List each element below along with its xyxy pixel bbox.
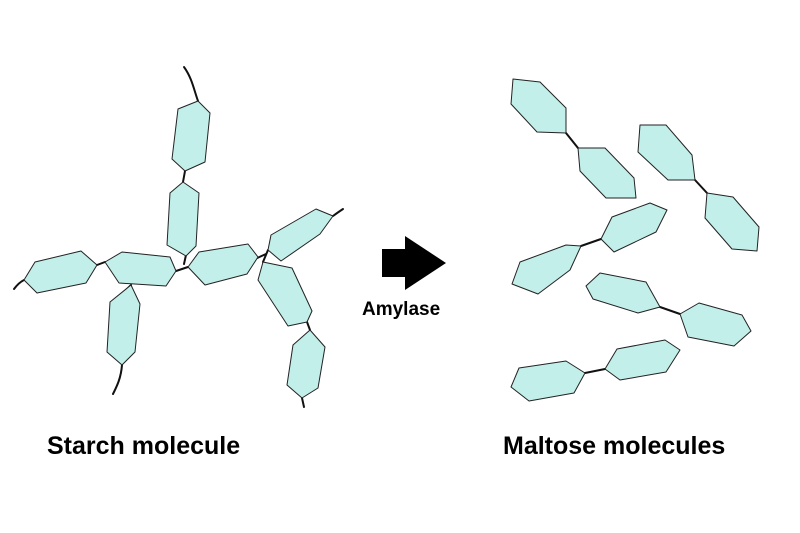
reaction-arrow: [382, 236, 446, 290]
starch-chain-end-left: [13, 279, 25, 290]
starch-molecule: [13, 66, 344, 408]
starch-bond: [306, 321, 311, 331]
starch-glucose-unit: [286, 329, 326, 399]
starch-chain-end-top: [183, 66, 199, 102]
maltose-glucose-unit: [604, 339, 681, 381]
maltose-glucose-unit: [585, 272, 661, 314]
maltose-glucose-unit: [510, 78, 567, 134]
starch-glucose-unit: [257, 261, 313, 327]
enzyme-label: Amylase: [362, 299, 441, 320]
maltose-molecule: [510, 78, 637, 199]
maltose-molecule: [585, 272, 752, 347]
starch-chain-end-bottom-left: [112, 364, 123, 395]
starch-bond: [96, 261, 106, 266]
maltose-glucose-unit: [511, 244, 582, 295]
maltose-glucose-unit: [510, 360, 586, 402]
maltose-glycosidic-bond: [659, 306, 681, 315]
maltose-glucose-unit: [600, 202, 668, 253]
maltose-molecules-label: Maltose molecules: [503, 432, 726, 460]
arrow-right-icon: [382, 236, 446, 290]
starch-glucose-unit: [187, 243, 259, 286]
maltose-glucose-unit: [679, 302, 752, 347]
maltose-glycosidic-bond: [565, 132, 579, 149]
starch-chain-end-bottom-right: [301, 397, 305, 408]
starch-glucose-unit: [23, 250, 98, 294]
maltose-glucose-unit: [577, 147, 637, 199]
maltose-molecule: [511, 202, 668, 295]
maltose-glucose-unit: [637, 124, 696, 181]
maltose-glycosidic-bond: [584, 368, 606, 374]
maltose-molecule: [637, 124, 760, 252]
maltose-glucose-unit: [704, 192, 760, 252]
maltose-molecule: [510, 339, 681, 402]
maltose-glycosidic-bond: [694, 179, 708, 194]
starch-glucose-unit: [166, 181, 200, 257]
starch-bond: [175, 266, 189, 272]
starch-glucose-unit: [267, 208, 334, 262]
starch-glucose-unit: [104, 251, 177, 287]
starch-glucose-unit: [171, 100, 211, 172]
starch-bond: [262, 249, 269, 263]
starch-bond: [183, 254, 187, 265]
maltose-glycosidic-bond: [580, 238, 602, 247]
starch-molecule-label: Starch molecule: [47, 432, 241, 460]
starch-chain-end-right: [332, 208, 344, 217]
starch-bond: [182, 170, 186, 183]
starch-glucose-unit: [106, 284, 141, 366]
